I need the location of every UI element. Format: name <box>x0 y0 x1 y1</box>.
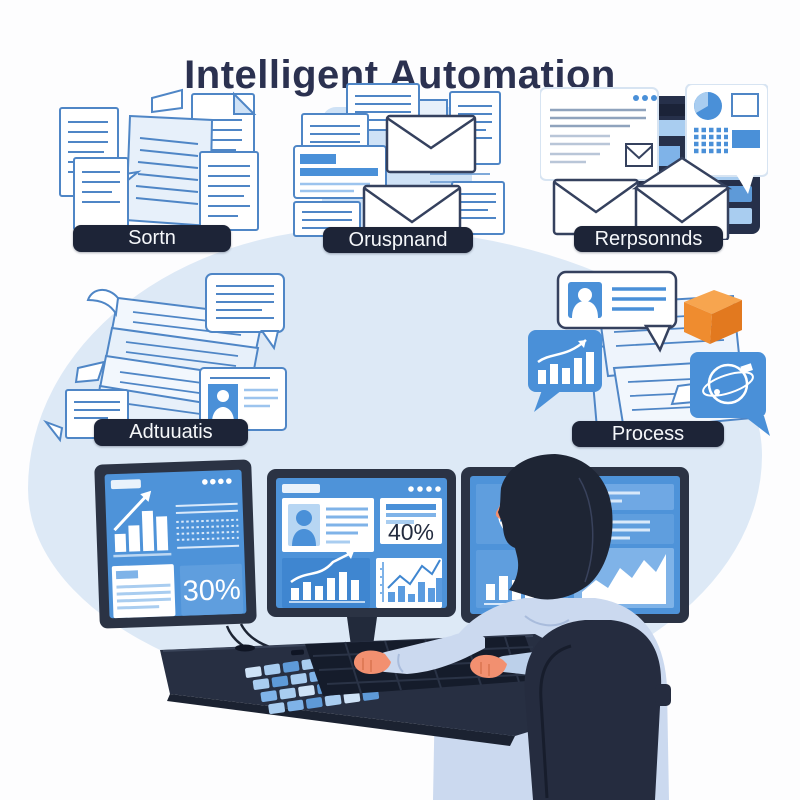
left-monitor-stat: 30% <box>182 574 241 608</box>
left-monitor: 30% <box>94 459 257 629</box>
document-stack-icon <box>59 88 259 231</box>
documents-envelopes-icon <box>293 83 505 242</box>
page-bottom-left <box>73 157 129 231</box>
monitor-stand <box>347 617 377 646</box>
dashboard-bubble-icon <box>685 84 768 194</box>
hair <box>498 454 613 600</box>
profile-card-icon <box>282 498 374 552</box>
window-dots-icon <box>408 486 441 492</box>
process-label-badge: Process <box>572 421 724 447</box>
window-dots-icon <box>202 478 232 485</box>
loose-sheet <box>74 360 106 384</box>
automate-label: Adtuuatis <box>129 421 213 443</box>
respond-label-badge: Rerpsonnds <box>574 226 723 252</box>
page-curl <box>86 289 120 318</box>
console-envelopes-icon <box>540 84 768 240</box>
highlight-card <box>293 145 387 199</box>
page-bottom-right <box>199 151 259 231</box>
workstation-scene: 30% <box>55 448 745 800</box>
left-sleeve <box>376 632 485 674</box>
avatar-icon <box>296 510 312 526</box>
bar-chart-bubble-icon <box>528 330 602 412</box>
section-organize <box>292 82 507 242</box>
sort-label: Sortn <box>128 227 176 249</box>
envelope-icon <box>385 114 477 174</box>
stat-card: 40% <box>380 498 442 545</box>
bar-chart-panel <box>282 551 370 608</box>
text-card-icon <box>111 564 176 619</box>
line-chart-panel <box>376 558 442 608</box>
automate-label-badge: Adtuuatis <box>94 419 248 446</box>
id-card-icon <box>199 367 287 431</box>
section-respond <box>540 84 768 240</box>
stat-panel: 30% <box>179 563 244 616</box>
flag-icon <box>151 88 183 114</box>
page-bottom-right <box>451 181 505 235</box>
id-bubble-icon <box>556 270 678 353</box>
section-process <box>528 268 776 448</box>
section-automate <box>38 272 288 444</box>
center-monitor: 40% <box>267 469 456 646</box>
process-bubbles-icon <box>528 270 770 442</box>
process-label: Process <box>611 422 685 445</box>
area-chart-icon <box>582 554 666 604</box>
document-block <box>96 88 214 228</box>
respond-label: Rerpsonnds <box>594 227 703 250</box>
orange-box-icon <box>684 290 742 344</box>
envelope-icon <box>625 143 653 167</box>
organize-label-badge: Oruspnand <box>323 227 473 253</box>
workstation-illustration: 30% <box>94 454 689 800</box>
desk-item <box>235 644 255 652</box>
bar-chart-icon <box>113 490 172 558</box>
section-sort <box>52 86 267 236</box>
speech-bubble-icon <box>205 273 285 351</box>
dot-grid-icon <box>694 127 728 154</box>
trend-arrow-icon <box>113 491 151 532</box>
center-monitor-stat: 40% <box>388 519 434 545</box>
organize-label: Oruspnand <box>348 228 448 251</box>
office-chair <box>524 620 671 800</box>
browser-window-icon <box>540 87 659 181</box>
data-table-icon <box>175 502 240 549</box>
paper-pile-icon <box>43 273 287 443</box>
chair-armrest <box>655 684 671 706</box>
sort-label-badge: Sortn <box>73 225 231 252</box>
desk-item <box>291 649 305 656</box>
globe-bubble-icon <box>690 352 770 436</box>
